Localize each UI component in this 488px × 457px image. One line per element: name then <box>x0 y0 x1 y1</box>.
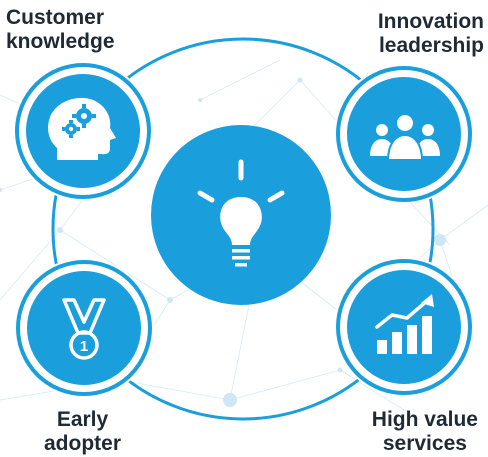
center-node <box>151 125 331 305</box>
label-customer-knowledge: Customer knowledge <box>6 6 115 54</box>
medal-number: 1 <box>80 338 88 355</box>
label-customer-line2: knowledge <box>6 30 115 53</box>
label-innovation-leadership: Innovation leadership <box>378 10 484 58</box>
bar-chart-arrow-icon <box>375 294 434 354</box>
label-early-adopter: Early adopter <box>44 408 121 456</box>
label-innovation-line2: leadership <box>378 34 484 57</box>
people-group-icon <box>370 113 440 161</box>
head-gears-icon <box>48 97 116 160</box>
medal-icon: 1 <box>62 298 106 360</box>
lightbulb-icon <box>197 159 285 267</box>
label-high-line1: High value <box>371 408 478 431</box>
label-high-value-services: High value services <box>372 408 478 456</box>
connecting-ring <box>51 37 435 421</box>
node-early-adopter: 1 <box>14 258 154 398</box>
node-customer-knowledge <box>13 61 153 201</box>
label-early-line2: adopter <box>44 432 122 455</box>
label-customer-line1: Customer <box>6 6 105 29</box>
label-innovation-line1: Innovation <box>377 10 484 33</box>
node-high-value-services <box>334 257 474 397</box>
node-innovation-leadership <box>334 64 474 204</box>
label-high-line2: services <box>382 432 467 455</box>
label-early-line1: Early <box>56 408 109 431</box>
